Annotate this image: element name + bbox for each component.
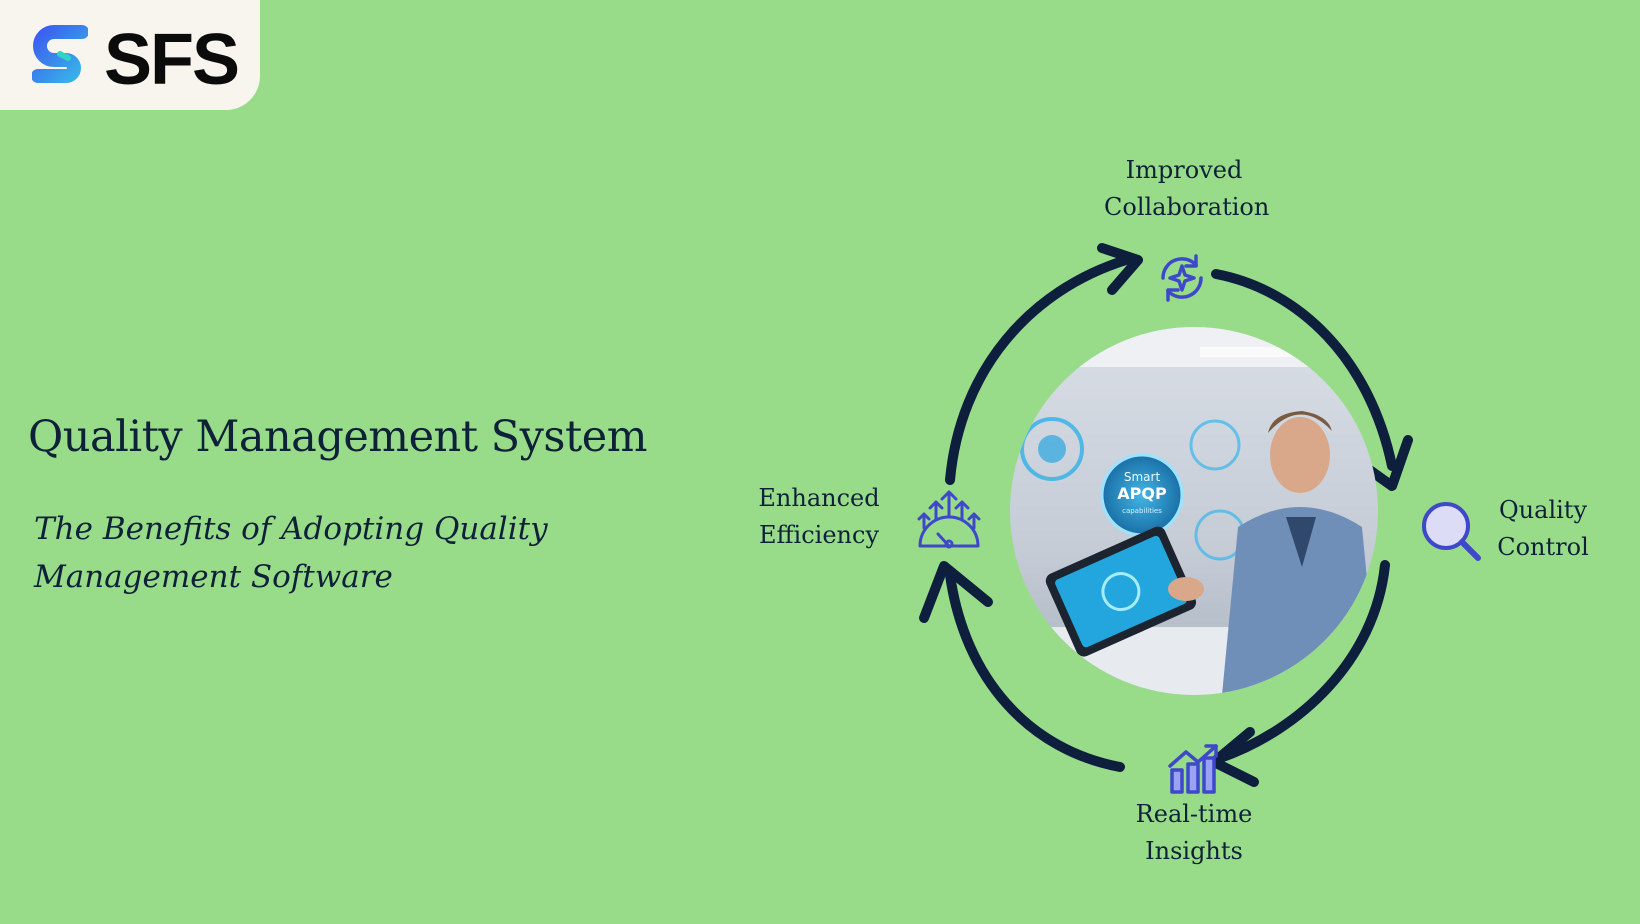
node-top-line1: Improved (1125, 156, 1243, 184)
node-real-time-insights: Real-time Insights (1118, 796, 1270, 870)
badge-capabilities: capabilities (1122, 507, 1162, 515)
node-enhanced-efficiency: Enhanced Efficiency (744, 480, 894, 554)
node-top-line2: Collaboration (1104, 193, 1270, 221)
node-right-line1: Quality (1499, 496, 1587, 524)
brand-name: SFS (104, 20, 240, 100)
sfs-logo-icon (32, 25, 88, 83)
node-bottom-line2: Insights (1145, 837, 1243, 865)
node-bottom-line1: Real-time (1135, 800, 1253, 828)
subtitle-line-2: Management Software (34, 559, 393, 595)
node-improved-collaboration: Improved Collaboration (1104, 152, 1270, 226)
node-left-line2: Efficiency (758, 521, 880, 549)
professional-with-tablet-photo: Smart APQP capabilities (1010, 327, 1378, 695)
arrow-bottom-to-left (945, 570, 1125, 772)
arrow-right-to-bottom (1215, 560, 1390, 763)
node-quality-control: Quality Control (1488, 492, 1598, 566)
badge-apqp: APQP (1117, 484, 1167, 503)
badge-smart: Smart (1124, 470, 1161, 484)
arrow-top-to-right (1211, 269, 1397, 471)
logo-card: SFS (0, 0, 260, 110)
page-title: Quality Management System (28, 412, 647, 462)
node-right-line2: Control (1497, 533, 1589, 561)
bar-chart-trend-icon (1168, 744, 1218, 794)
magnifier-icon (1422, 502, 1481, 561)
page-subtitle: The Benefits of Adopting Quality Managem… (34, 505, 554, 601)
node-left-line1: Enhanced (758, 484, 880, 512)
subtitle-line-1: The Benefits of Adopting Quality (34, 511, 548, 547)
sparkle-refresh-icon (1161, 254, 1203, 302)
speed-gauge-icon (917, 490, 981, 549)
arrow-left-to-top (945, 255, 1131, 485)
